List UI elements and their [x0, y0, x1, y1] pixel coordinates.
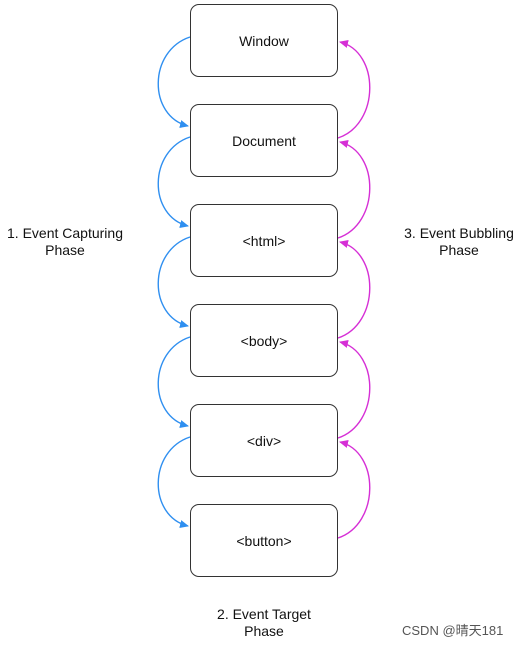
bubble-arrow-div-to-body	[337, 340, 371, 439]
capturing-phase-line1: 1. Event Capturing	[7, 225, 123, 241]
capture-arrows	[157, 36, 191, 528]
bubble-arrow-document-to-window	[337, 40, 371, 139]
node-body: <body>	[190, 304, 338, 377]
bubbling-phase-label: 3. Event Bubbling Phase	[394, 225, 524, 259]
bubble-arrow-html-to-document	[337, 140, 371, 239]
capturing-phase-label: 1. Event Capturing Phase	[0, 225, 130, 259]
target-phase-label: 2. Event Target Phase	[199, 606, 329, 640]
target-phase-line1: 2. Event Target	[217, 606, 311, 622]
bubbling-phase-line2: Phase	[439, 242, 479, 258]
node-document: Document	[190, 104, 338, 177]
node-window: Window	[190, 4, 338, 77]
node-div: <div>	[190, 404, 338, 477]
capturing-phase-line2: Phase	[45, 242, 85, 258]
capture-arrow-html-to-body	[157, 236, 191, 328]
bubble-arrows	[337, 40, 371, 539]
capture-arrow-body-to-div	[157, 336, 191, 428]
target-phase-line2: Phase	[244, 623, 284, 639]
bubble-arrow-body-to-html	[337, 240, 371, 339]
node-button: <button>	[190, 504, 338, 577]
capture-arrow-window-to-document	[157, 36, 191, 128]
node-html: <html>	[190, 204, 338, 277]
bubbling-phase-line1: 3. Event Bubbling	[404, 225, 514, 241]
watermark: CSDN @晴天181	[402, 623, 504, 638]
bubble-arrow-button-to-div	[337, 440, 371, 539]
capture-arrow-div-to-button	[157, 436, 191, 528]
capture-arrow-document-to-html	[157, 136, 191, 228]
